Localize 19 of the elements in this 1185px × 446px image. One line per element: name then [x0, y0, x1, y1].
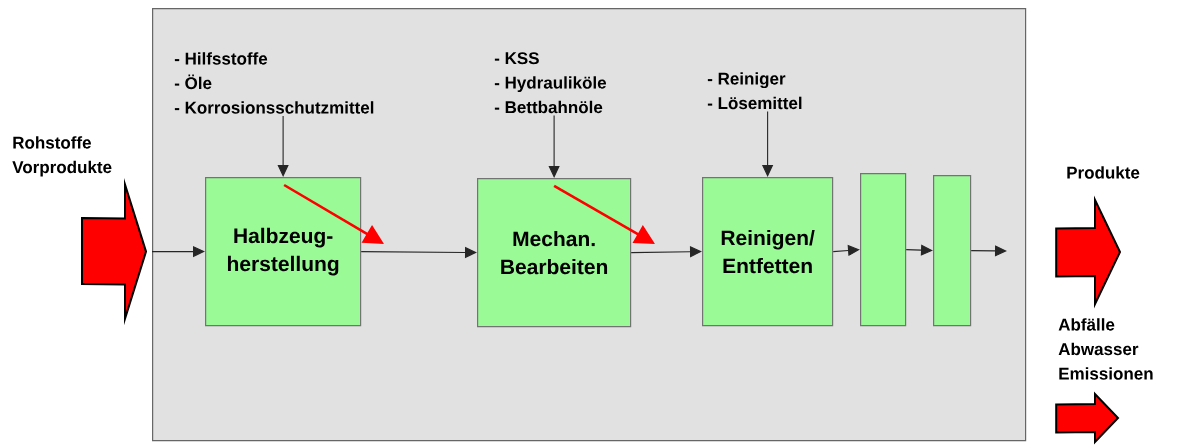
arrow [277, 115, 289, 177]
block-arrow [1055, 195, 1122, 309]
edge-label: Rohstoffe Vorprodukte [12, 136, 112, 177]
process-box: Mechan. Bearbeiten [477, 178, 632, 328]
block-arrow [81, 178, 148, 326]
process-box [860, 173, 907, 327]
process-box: Halbzeug- herstellung [205, 177, 362, 327]
material-list: - KSS - Hydrauliköle - Bettbahnöle [494, 52, 607, 114]
block-arrow [1055, 391, 1120, 445]
edge-label: Abfälle Abwasser Emissionen [1058, 318, 1153, 380]
material-list: - Reiniger - Lösemittel [707, 72, 802, 110]
material-list: - Hilfsstoffe - Öle - Korrosionsschutzmittel [174, 52, 374, 114]
edge-label: Produkte [1067, 166, 1140, 179]
process-box: Reinigen/ Entfetten [702, 177, 834, 327]
arrow [548, 114, 560, 178]
arrow [905, 244, 933, 256]
arrow [630, 246, 702, 258]
arrow [970, 245, 1007, 257]
process-box [933, 175, 972, 327]
